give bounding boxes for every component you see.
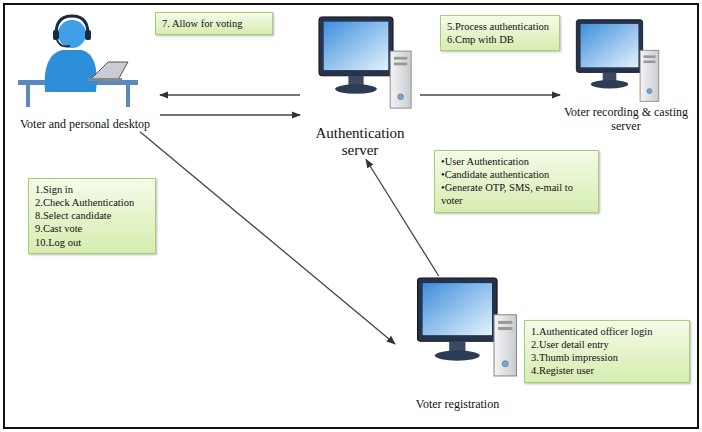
node-label: Authentication server bbox=[300, 125, 420, 160]
note-box: 7. Allow for voting bbox=[155, 12, 273, 35]
actor-node: Voter and personal desktop bbox=[10, 18, 160, 132]
note-box: 1.Sign in2.Check Authentication8.Select … bbox=[28, 178, 156, 254]
note-line: 3.Thumb impression bbox=[531, 351, 683, 364]
flow-arrow bbox=[420, 94, 560, 95]
note-box: •User Authentication•Candidate authentic… bbox=[434, 150, 599, 213]
server-icon bbox=[418, 278, 517, 376]
note-line: 7. Allow for voting bbox=[162, 17, 266, 30]
note-line: 8.Select candidate bbox=[35, 209, 149, 222]
note-line: 2.Check Authentication bbox=[35, 196, 149, 209]
flow-arrow bbox=[160, 114, 300, 115]
node-label: Voter and personal desktop bbox=[10, 118, 160, 132]
node-label: Voter recording & casting server bbox=[560, 106, 692, 134]
note-line: 6.Cmp with DB bbox=[447, 33, 553, 46]
voter-icon bbox=[18, 16, 138, 107]
flow-arrow bbox=[366, 160, 439, 277]
note-line: 5.Process authentication bbox=[447, 20, 553, 33]
note-line: 1.Sign in bbox=[35, 183, 149, 196]
note-line: 2.User detail entry bbox=[531, 338, 683, 351]
note-line: •User Authentication bbox=[441, 155, 592, 168]
note-line: 9.Cast vote bbox=[35, 222, 149, 235]
server-icon bbox=[319, 17, 411, 108]
server-node: Authentication server bbox=[300, 15, 420, 160]
flow-arrow bbox=[140, 132, 395, 344]
note-line: •Candidate authentication bbox=[441, 168, 592, 181]
note-line: 4.Register user bbox=[531, 364, 683, 377]
server-icon bbox=[576, 20, 658, 102]
flow-arrow bbox=[160, 94, 300, 95]
note-line: 10.Log out bbox=[35, 236, 149, 249]
server-node: Voter recording & casting server bbox=[560, 18, 692, 134]
note-line: •Generate OTP, SMS, e-mail to voter bbox=[441, 181, 592, 207]
note-box: 5.Process authentication6.Cmp with DB bbox=[440, 15, 560, 51]
note-box: 1.Authenticated officer login2.User deta… bbox=[524, 320, 690, 383]
server-node: Voter registration bbox=[395, 276, 520, 412]
node-label: Voter registration bbox=[395, 398, 520, 412]
note-line: 1.Authenticated officer login bbox=[531, 325, 683, 338]
